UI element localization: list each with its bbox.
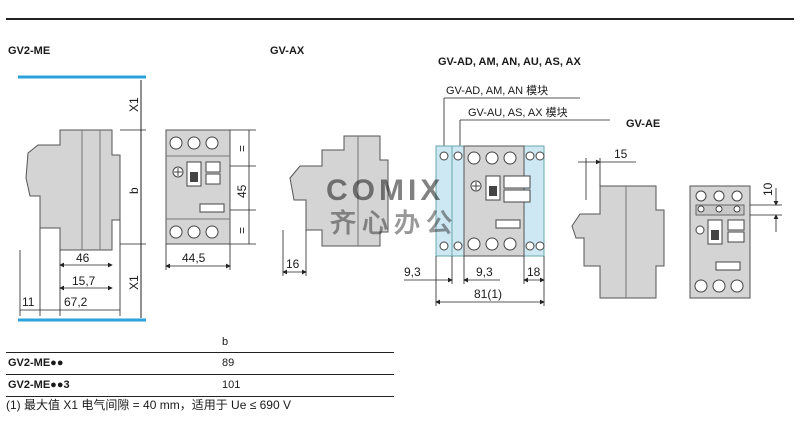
gvae-front-view: 10 <box>689 182 782 299</box>
title-gvax: GV-AX <box>270 45 305 57</box>
table-header-b: b <box>222 336 229 348</box>
dim-15: 15 <box>614 147 628 161</box>
gv2me-body <box>25 129 121 251</box>
dim-x1-top: X1 <box>127 97 141 112</box>
table-row-name: GV2-ME●●3 <box>8 379 70 391</box>
table-header-row: b <box>6 332 394 353</box>
table-row: GV2-ME●●3 101 <box>6 375 394 397</box>
table-row: GV2-ME●● 89 <box>6 353 394 375</box>
dim-46: 46 <box>76 251 90 265</box>
title-gvae: GV-AE <box>626 118 661 130</box>
dim-11: 11 <box>22 295 35 309</box>
dim-x1-bottom: X1 <box>127 275 141 290</box>
dim-eq-bottom: = <box>235 227 249 234</box>
top-rule <box>6 18 794 20</box>
footnote: (1) 最大值 X1 电气间隙 = 40 mm，适用于 Ue ≤ 690 V <box>6 398 291 412</box>
module-ad-left-2 <box>451 145 465 257</box>
dim-9-3-mid: 9,3 <box>476 265 493 279</box>
callout-au-as-ax: GV-AU, AS, AX 模块 <box>468 106 568 119</box>
gvax-side-view: 16 <box>282 135 389 276</box>
module-ad-left-1 <box>435 145 453 257</box>
dim-67-2: 67,2 <box>64 295 88 309</box>
gvae-side-body <box>571 185 665 299</box>
gvad-group-view: GV-AD, AM, AN 模块 GV-AU, AS, AX 模块 <box>404 84 610 306</box>
table-row-name: GV2-ME●● <box>8 357 64 369</box>
gvae-side-view: 15 <box>571 147 665 299</box>
gvax-body <box>289 135 389 247</box>
dim-81: 81(1) <box>474 287 502 301</box>
dim-18: 18 <box>527 265 541 279</box>
dimension-drawings: X1 b X1 46 15,7 11 67,2 <box>18 75 782 322</box>
dimension-table: b GV2-ME●● 89 GV2-ME●●3 101 <box>6 332 394 397</box>
gv2me-front-view: = 45 = 44,5 <box>165 129 256 270</box>
callout-ad-am-an: GV-AD, AM, AN 模块 <box>446 84 548 97</box>
title-gv2me: GV2-ME <box>8 45 51 57</box>
dim-10: 10 <box>761 182 775 196</box>
gv2me-side-view: X1 b X1 46 15,7 11 67,2 <box>18 75 146 322</box>
table-row-value: 101 <box>222 379 241 391</box>
dim-b: b <box>127 187 141 194</box>
dim-45: 45 <box>235 184 249 198</box>
dim-44-5: 44,5 <box>182 251 206 265</box>
dim-16: 16 <box>286 257 300 271</box>
title-gvad-group: GV-AD, AM, AN, AU, AS, AX <box>438 56 581 68</box>
table-row-value: 89 <box>222 357 235 369</box>
dim-15-7: 15,7 <box>72 274 96 288</box>
dim-9-3-left: 9,3 <box>404 265 421 279</box>
dim-eq-top: = <box>235 145 249 152</box>
